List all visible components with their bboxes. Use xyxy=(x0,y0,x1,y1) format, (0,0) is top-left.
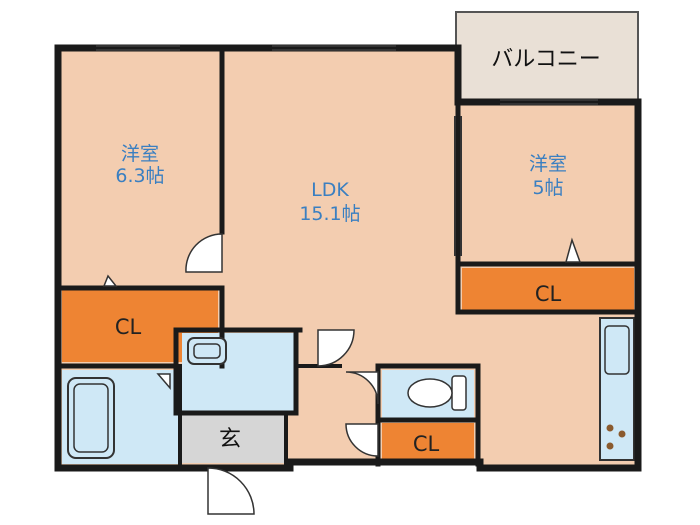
toilet-icon xyxy=(407,375,467,411)
western2-size: 5帖 xyxy=(532,177,563,199)
kitchen-sink-icon xyxy=(604,325,630,375)
stove-icon xyxy=(606,424,626,450)
doors xyxy=(185,233,379,515)
closet-2 xyxy=(462,268,634,310)
balcony-area xyxy=(455,11,639,103)
ldk-size: 15.1帖 xyxy=(299,203,360,225)
bathtub-icon xyxy=(67,377,115,459)
closet-3 xyxy=(382,423,474,463)
closet-door-markers xyxy=(102,237,582,391)
western2-name: 洋室 xyxy=(529,153,567,175)
windows xyxy=(96,45,598,256)
entrance-area xyxy=(182,413,286,463)
closet3-label: CL xyxy=(413,432,440,456)
ldk-name: LDK xyxy=(311,179,349,201)
door-toilet xyxy=(345,371,379,405)
door-ldk-corridor xyxy=(317,329,355,367)
washbasin-icon xyxy=(187,337,227,365)
western1-size: 6.3帖 xyxy=(115,165,164,187)
western1-name: 洋室 xyxy=(121,143,159,165)
entrance-label: 玄 xyxy=(219,427,241,452)
closet2-label: CL xyxy=(535,282,562,306)
door-closet3 xyxy=(345,423,379,457)
closet1-label: CL xyxy=(115,315,142,339)
door-western1 xyxy=(185,233,223,273)
balcony-label: バルコニー xyxy=(491,47,601,72)
door-entrance xyxy=(207,467,255,515)
